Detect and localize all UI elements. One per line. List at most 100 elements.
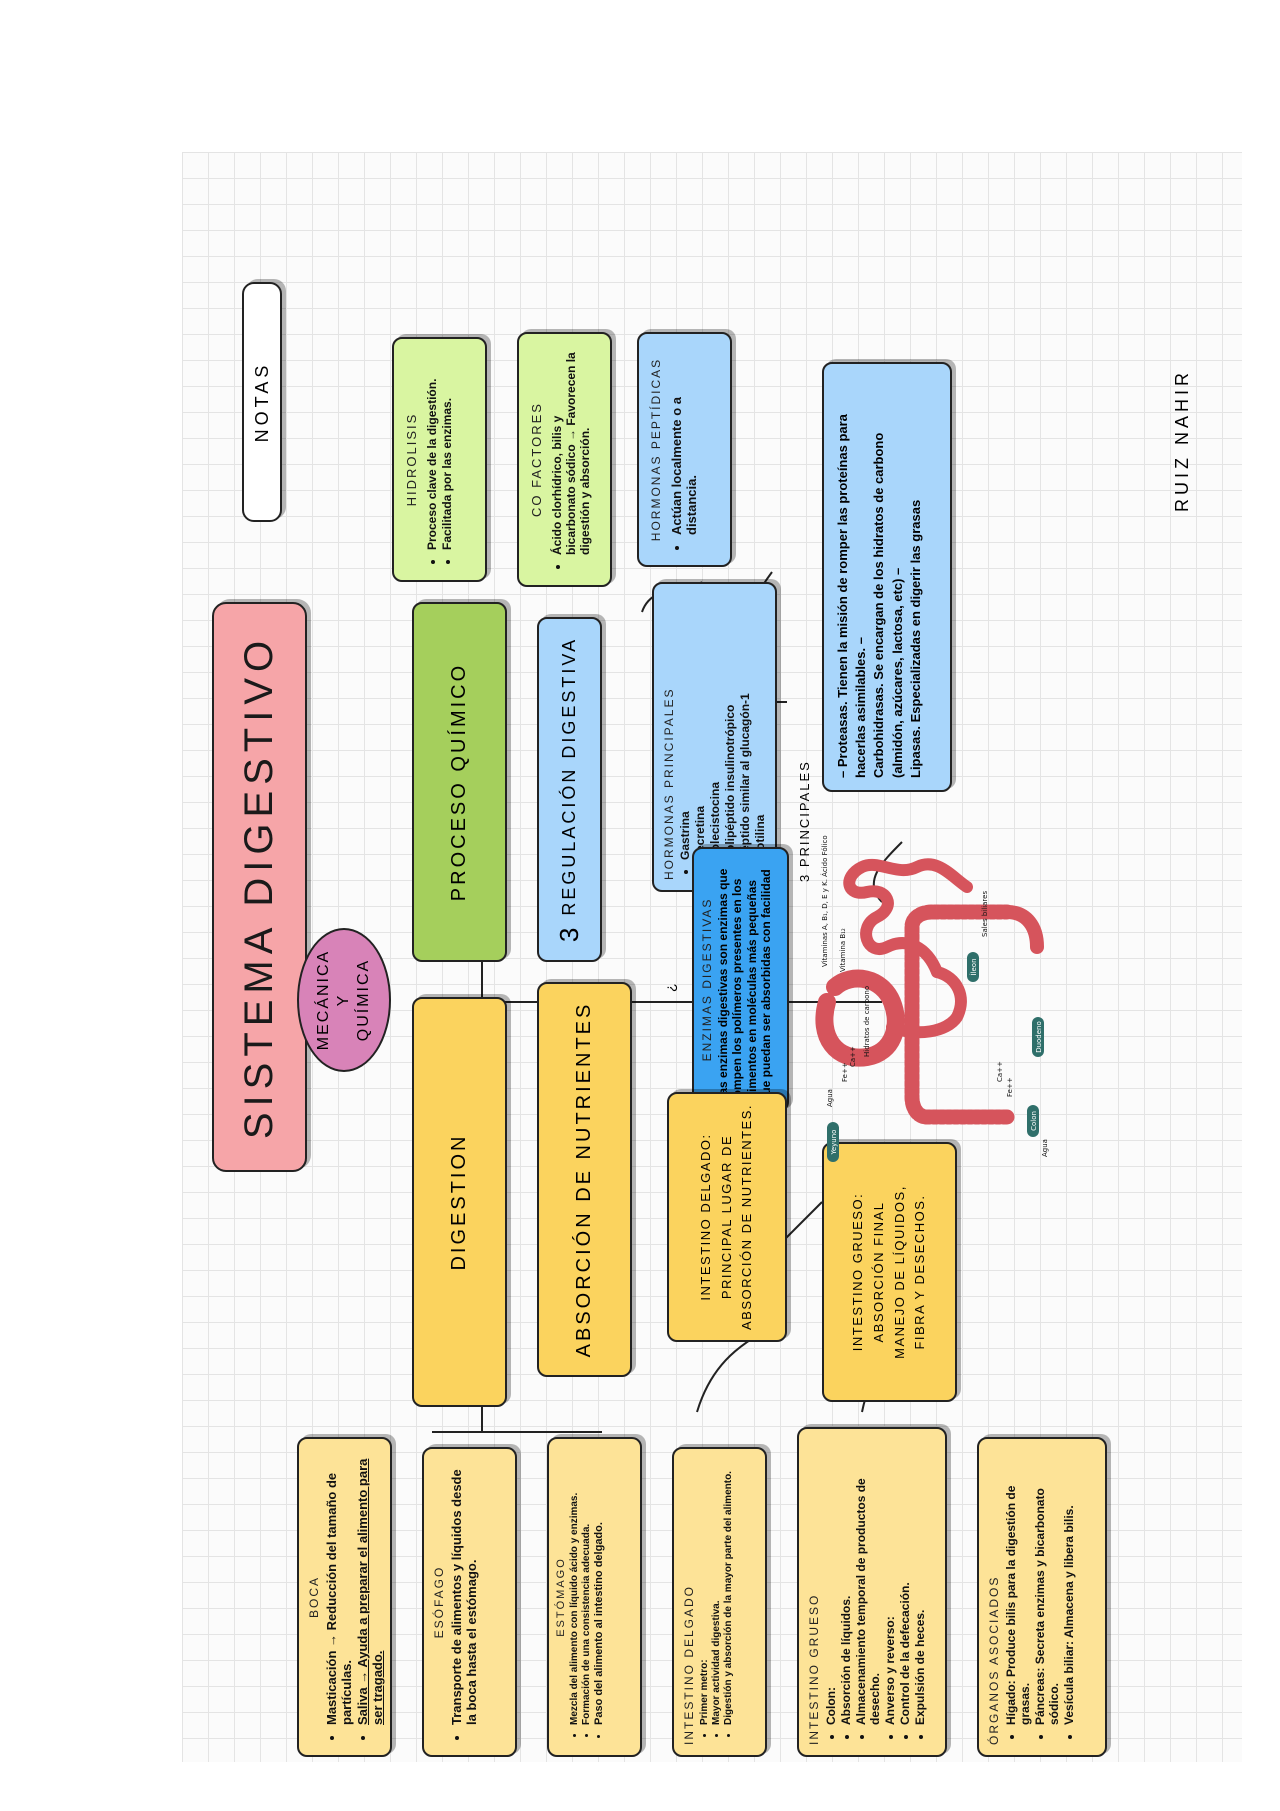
- int-grueso-item: Control de la defecación.: [898, 1439, 912, 1725]
- rectum-shape: [1000, 905, 1044, 954]
- enzima-tipo: Lipasas. Especializadas en digerir las g…: [907, 499, 923, 778]
- label-ca2: Ca++: [996, 1061, 1004, 1082]
- regulacion-number: 3: [554, 927, 584, 943]
- int-grueso-item: Almacenamiento temporal de productos de …: [854, 1439, 882, 1725]
- int-grueso-item: Anverso y reverso:: [883, 1439, 897, 1725]
- hormona-item: Polipéptido insulinotrópico: [723, 594, 737, 860]
- hormona-item: Péptido similar al glucagón-1: [738, 594, 752, 860]
- stomach-shape: [815, 969, 905, 1067]
- proceso-quimico-box: PROCESO QUÍMICO: [412, 602, 507, 962]
- int-grueso-item: Colon:: [824, 1439, 838, 1725]
- estomago-box: ESTÓMAGO Mezcla del alimento con líquido…: [547, 1437, 642, 1757]
- tag-ileon: Íleon: [967, 952, 979, 982]
- regulacion-box: 3 REGULACIÓN DIGESTIVA: [537, 617, 602, 962]
- hormona-item: Gastrina: [678, 594, 692, 860]
- int-delgado-summary: INTESTINO DELGADO: PRINCIPAL LUGAR DE AB…: [697, 1104, 755, 1330]
- digestion-label: DIGESTION: [448, 1133, 470, 1271]
- title-box: SISTEMA DIGESTIVO: [212, 602, 307, 1172]
- boca-title: BOCA: [307, 1576, 321, 1619]
- label-sales: Sales biliares: [981, 891, 989, 937]
- esofago-box: ESÓFAGO Transporte de alimentos y líquid…: [422, 1447, 517, 1757]
- rotated-canvas: SISTEMA DIGESTIVO NOTAS MECÁNICA Y QUÍMI…: [182, 152, 1242, 1762]
- regulacion-label: REGULACIÓN DIGESTIVA: [559, 636, 579, 916]
- estomago-item: Mezcla del alimento con líquido ácido y …: [569, 1449, 580, 1725]
- absorcion-label: ABSORCIÓN DE NUTRIENTES: [573, 1001, 595, 1358]
- int-delgado-title: INTESTINO DELGADO: [682, 1584, 696, 1745]
- label-fe2: Fe++: [1006, 1077, 1014, 1097]
- tag-duodeno: Duodeno: [1032, 1017, 1044, 1057]
- organos-item: Vesícula biliar: Almacena y libera bilis…: [1062, 1449, 1076, 1725]
- int-delgado-box: INTESTINO DELGADO Primer metro: Mayor ac…: [672, 1447, 767, 1757]
- label-vitaminas: Vitaminas A, B₁, D, E y K. Ácido Fólico: [820, 835, 829, 967]
- boca-item: Masticación → Reducción del tamaño de pa…: [324, 1449, 354, 1725]
- absorcion-box: ABSORCIÓN DE NUTRIENTES: [537, 982, 632, 1377]
- int-grueso-item: Absorción de líquidos.: [839, 1439, 853, 1725]
- notas-label: NOTAS: [251, 361, 272, 443]
- hidrolisis-item: Proceso clave de la digestión.: [425, 349, 439, 550]
- int-delgado-item: Mayor actividad digestiva.: [711, 1459, 722, 1726]
- int-grueso-title: INTESTINO GRUESO: [807, 1593, 821, 1745]
- hormona-item: Colecistocina: [708, 594, 722, 860]
- organos-title: ÓRGANOS ASOCIADOS: [987, 1575, 1001, 1745]
- peptidicas-title: HORMONAS PEPTÍDICAS: [649, 357, 663, 542]
- estomago-item: Formación de una consistencia adecuada.: [581, 1449, 592, 1725]
- notas-box: NOTAS: [242, 282, 282, 522]
- peptidicas-item: Actúan localmente o a distancia.: [669, 344, 699, 535]
- label-hidratos: Hidratos de carbono: [863, 986, 871, 1057]
- stray-mark: ¿: [662, 983, 678, 992]
- cofactores-title: CO FACTORES: [529, 402, 544, 517]
- int-grueso-box: INTESTINO GRUESO Colon: Absorción de líq…: [797, 1427, 947, 1757]
- mind-map-sheet: SISTEMA DIGESTIVO NOTAS MECÁNICA Y QUÍMI…: [182, 152, 1242, 1762]
- int-grueso-item: Expulsión de heces.: [913, 1439, 927, 1725]
- hormonas-peptidicas-box: HORMONAS PEPTÍDICAS Actúan localmente o …: [637, 332, 732, 567]
- label-vitb12: Vitamina B₁₂: [839, 928, 847, 972]
- organos-item: Hígado: Produce bilis para la digestión …: [1004, 1449, 1032, 1725]
- center-node-text: MECÁNICA Y QUÍMICA: [315, 949, 372, 1051]
- enzimas-title: ENZIMAS DIGESTIVAS: [700, 897, 714, 1062]
- label-fe: Fe++: [841, 1062, 849, 1082]
- intestine-illustration: Yeyuno Agua Fe++ Ca++ Hidratos de carbon…: [815, 835, 1049, 1162]
- organos-box: ÓRGANOS ASOCIADOS Hígado: Produce bilis …: [977, 1437, 1107, 1757]
- int-delgado-item: Digestión y absorción de la mayor parte …: [723, 1459, 734, 1725]
- esofago-title: ESÓFAGO: [432, 1565, 446, 1639]
- small-intestine-shape: [843, 858, 973, 978]
- tag-yeyuno: Yeyuno: [827, 1122, 839, 1162]
- label-agua: Agua: [826, 1089, 834, 1107]
- mecanica-quimica-node: MECÁNICA Y QUÍMICA: [297, 928, 391, 1072]
- digestion-box: DIGESTION: [412, 997, 507, 1407]
- estomago-item: Paso del alimento al intestino delgado.: [593, 1449, 605, 1725]
- hidrolisis-title: HIDROLISIS: [404, 412, 419, 507]
- hidrolisis-item: Facilitada por las enzimas.: [440, 349, 454, 550]
- tag-colon: Colon: [1027, 1105, 1039, 1137]
- hormonas-principales-box: HORMONAS PRINCIPALES Gastrina Secretina …: [652, 582, 777, 892]
- author-signature: RUIZ NAHIR: [1172, 369, 1192, 512]
- cofactores-item: Ácido clorhídrico, bilis y bicarbonato s…: [550, 344, 592, 555]
- enzima-tipo: Carbohidrasas. Se encargan de los hidrat…: [871, 432, 905, 778]
- page-title: SISTEMA DIGESTIVO: [237, 634, 281, 1140]
- organos-item: Páncreas: Secreta enzimas y bicarbonato …: [1033, 1449, 1061, 1725]
- proceso-quimico-label: PROCESO QUÍMICO: [448, 662, 470, 902]
- enzimas-box: ENZIMAS DIGESTIVAS Las enzimas digestiva…: [692, 847, 789, 1112]
- hormona-item: Motilina: [753, 594, 767, 860]
- enzimas-tipos-box: – Proteasas. Tienen la misión de romper …: [822, 362, 952, 792]
- cofactores-box: CO FACTORES Ácido clorhídrico, bilis y b…: [517, 332, 612, 587]
- hormona-item: Secretina: [693, 594, 707, 860]
- label-yeyuno: Yeyuno: [830, 1130, 838, 1156]
- enzima-tipo: – Proteasas. Tienen la misión de romper …: [835, 414, 869, 778]
- boca-box: BOCA Masticación → Reducción del tamaño …: [297, 1437, 392, 1757]
- label-agua2: Agua: [1041, 1139, 1049, 1157]
- label-ileon: Íleon: [969, 958, 978, 975]
- esofago-item: Transporte de alimentos y líquidos desde…: [449, 1459, 479, 1725]
- int-delgado-item: Primer metro:: [699, 1459, 710, 1725]
- label-colon: Colon: [1030, 1111, 1038, 1131]
- int-delgado-summary-box: INTESTINO DELGADO: PRINCIPAL LUGAR DE AB…: [667, 1092, 787, 1342]
- boca-item: Saliva → Ayuda a preparar el alimento pa…: [355, 1449, 385, 1725]
- int-grueso-summary-box: INTESTINO GRUESO: ABSORCIÓN FINAL MANEJO…: [822, 1142, 957, 1402]
- label-ca: Ca++: [849, 1046, 857, 1067]
- principales-title: HORMONAS PRINCIPALES: [662, 687, 676, 880]
- colon-shape: [904, 904, 1015, 1125]
- hidrolisis-box: HIDROLISIS Proceso clave de la digestión…: [392, 337, 487, 582]
- enzimas-text: Las enzimas digestivas son enzimas que r…: [716, 868, 774, 1102]
- label-duodeno: Duodeno: [1035, 1021, 1043, 1053]
- estomago-title: ESTÓMAGO: [555, 1557, 567, 1637]
